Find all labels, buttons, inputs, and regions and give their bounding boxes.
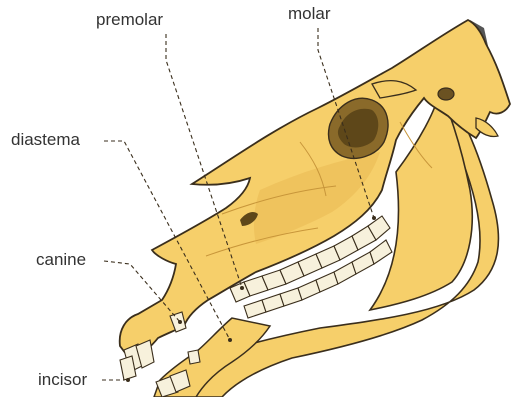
- label-incisor: incisor: [38, 370, 87, 390]
- label-canine: canine: [36, 250, 86, 270]
- auditory-meatus: [438, 88, 454, 100]
- label-diastema: diastema: [11, 130, 80, 150]
- lower-canine: [188, 350, 200, 364]
- label-molar: molar: [288, 4, 331, 24]
- label-premolar: premolar: [96, 10, 163, 30]
